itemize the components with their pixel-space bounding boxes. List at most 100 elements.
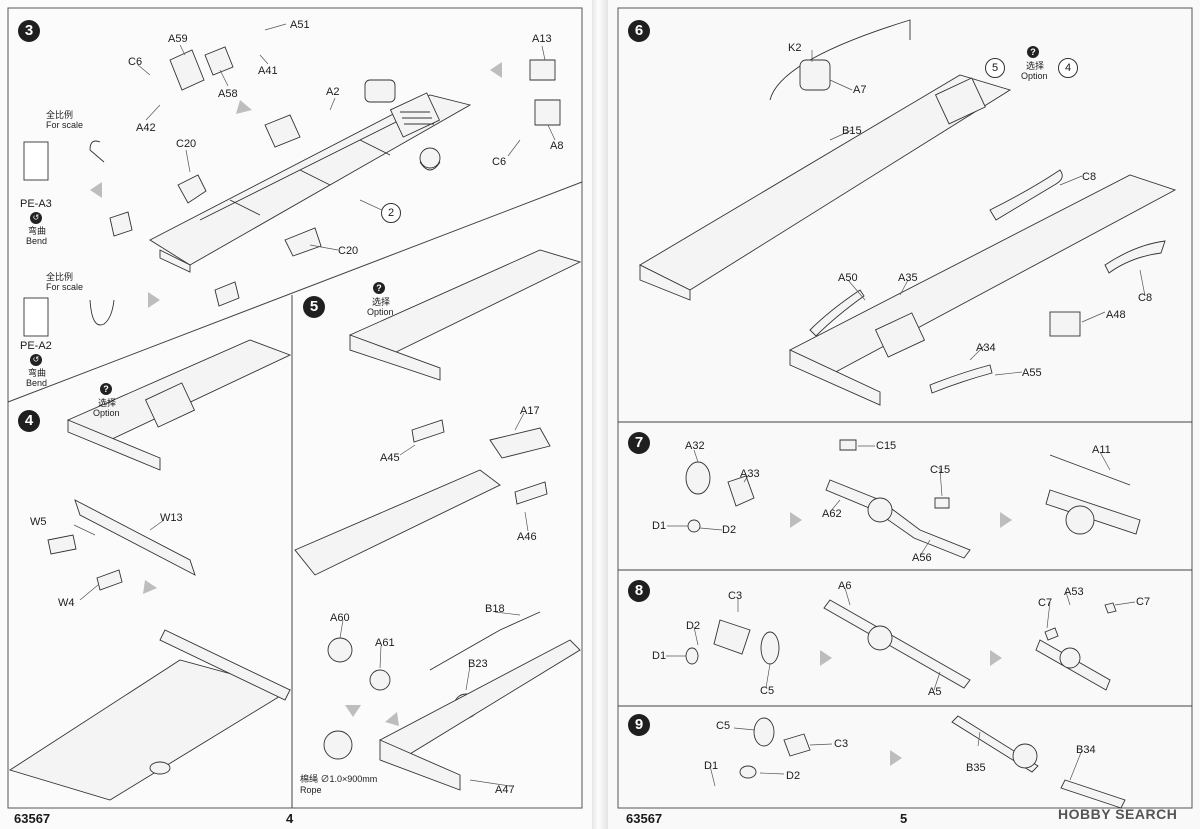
step-3-badge: 3	[18, 20, 40, 42]
part-label: A7	[853, 84, 867, 96]
bend-note-en: Bend	[26, 236, 48, 246]
step-6-badge: 6	[628, 20, 650, 42]
part-label: A55	[1022, 367, 1042, 379]
option-note-en: Option	[1021, 71, 1048, 81]
sub-assembly-ref-5: 5	[985, 58, 1005, 78]
part-label: A5	[928, 686, 942, 698]
part-label: A56	[912, 552, 932, 564]
part-label: D2	[722, 524, 737, 536]
part-label: C20	[176, 138, 197, 150]
part-label: A48	[1106, 309, 1126, 321]
part-label: B15	[842, 125, 862, 137]
leader-lines	[73, 23, 1146, 787]
step-4-badge: 4	[18, 410, 40, 432]
kit-number: 63567	[14, 811, 51, 826]
part-label: B34	[1076, 744, 1096, 756]
part-label: C15	[930, 464, 951, 476]
step4-drawing	[8, 339, 292, 801]
part-label: B35	[966, 762, 986, 774]
step5-drawing	[294, 249, 582, 791]
option-note-en: Option	[367, 307, 394, 317]
scale-note-en: For scale	[46, 120, 84, 130]
step-8-badge: 8	[628, 580, 650, 602]
part-label: A50	[838, 272, 858, 284]
step-7-badge: 7	[628, 432, 650, 454]
part-label: C6	[128, 56, 143, 68]
step9-drawing	[739, 715, 1126, 809]
part-label: A41	[258, 65, 278, 77]
step7-drawing	[685, 439, 1141, 559]
part-label: C3	[834, 738, 849, 750]
part-label: A61	[375, 637, 395, 649]
scale-note-zh: 全比例	[46, 272, 74, 282]
sub-assembly-ref-2: 2	[381, 203, 401, 223]
hobby-search-watermark: HOBBY SEARCH	[1058, 806, 1178, 822]
step8-drawing	[685, 599, 1117, 691]
bend-icon: ↺	[30, 212, 42, 224]
part-label: D1	[652, 650, 667, 662]
part-label: A53	[1064, 586, 1084, 598]
page-gutter	[592, 0, 608, 829]
part-label: C8	[1138, 292, 1153, 304]
bend-icon: ↺	[30, 354, 42, 366]
scale-note-zh: 全比例	[46, 110, 74, 120]
page-number: 4	[286, 811, 294, 826]
option-question-icon: ?	[1027, 46, 1039, 58]
part-label: A8	[550, 140, 564, 152]
part-label: A13	[532, 33, 552, 45]
part-label: A11	[1092, 444, 1111, 456]
part-label: C5	[760, 685, 775, 697]
scale-note-en: For scale	[46, 282, 84, 292]
part-label: A60	[330, 612, 350, 624]
option-question-icon: ?	[100, 383, 112, 395]
part-label: A42	[136, 122, 156, 134]
step-9-badge: 9	[628, 714, 650, 736]
part-label: C15	[876, 440, 897, 452]
part-label: C7	[1136, 596, 1151, 608]
kit-number: 63567	[626, 811, 663, 826]
step-5-badge: 5	[303, 296, 325, 318]
pe-part-id: PE-A3	[20, 198, 52, 210]
rope-note-en: Rope	[300, 785, 322, 795]
part-label: A33	[740, 468, 760, 480]
part-label: A58	[218, 88, 238, 100]
step3-drawing	[23, 46, 561, 337]
part-label: A2	[326, 86, 340, 98]
part-label: D1	[652, 520, 667, 532]
part-label: B18	[485, 603, 505, 615]
flow-arrows	[90, 62, 1012, 766]
bend-note-zh: 弯曲	[28, 226, 47, 236]
part-label: C6	[492, 156, 507, 168]
part-label: C20	[338, 245, 359, 257]
part-label: A47	[495, 784, 515, 796]
part-label: A62	[822, 508, 842, 520]
part-label: A45	[380, 452, 400, 464]
part-label: W4	[58, 597, 75, 609]
part-label: A34	[976, 342, 996, 354]
option-note-zh: 选择	[98, 398, 117, 408]
part-label: A32	[685, 440, 705, 452]
option-question-icon: ?	[373, 282, 385, 294]
part-label: C3	[728, 590, 743, 602]
part-label: W5	[30, 516, 47, 528]
part-label: A17	[520, 405, 540, 417]
bend-note-zh: 弯曲	[28, 368, 47, 378]
option-note-en: Option	[93, 408, 120, 418]
part-label: A46	[517, 531, 537, 543]
part-label: K2	[788, 42, 802, 54]
part-label: C5	[716, 720, 731, 732]
page-number: 5	[900, 811, 908, 826]
option-note-zh: 选择	[1026, 61, 1045, 71]
part-label: B23	[468, 658, 488, 670]
sub-assembly-ref-4: 4	[1058, 58, 1078, 78]
part-label: A59	[168, 33, 188, 45]
part-label: D2	[786, 770, 801, 782]
bend-note-en: Bend	[26, 378, 48, 388]
part-label: A51	[290, 19, 310, 31]
part-label: D1	[704, 760, 719, 772]
part-label: C8	[1082, 171, 1097, 183]
part-label: W13	[160, 512, 183, 524]
step6-drawing	[639, 19, 1177, 406]
pe-part-id: PE-A2	[20, 340, 52, 352]
